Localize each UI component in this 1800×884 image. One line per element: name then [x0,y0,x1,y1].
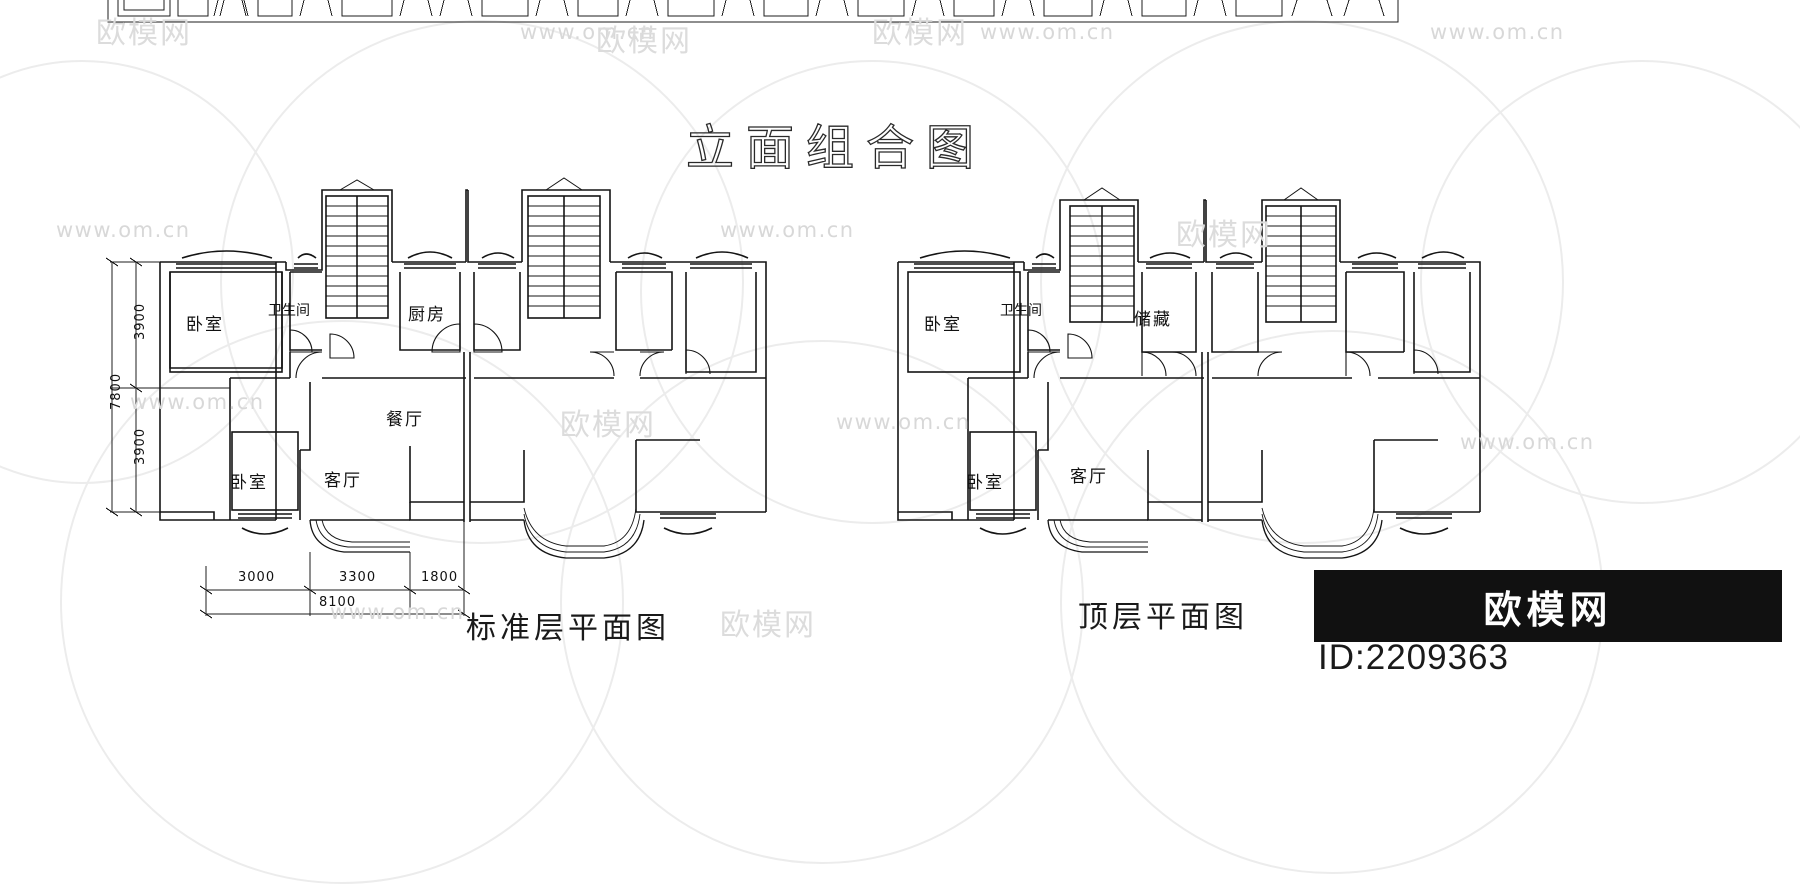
dimension-horizontal-3: 1800 [421,570,459,585]
main-title: 立面组合图 [685,119,987,176]
standard-floor-plan-geometry [105,177,767,619]
room-label-storage-right: 储藏 [1134,310,1172,330]
room-label-living-left: 客厅 [324,471,362,491]
room-label-bedroom-lower-left: 卧室 [230,473,268,493]
plan-title-standard-floor: 标准层平面图 [466,611,670,646]
dimension-horizontal-total: 8100 [319,595,357,610]
resource-id-label: ID:2209363 [1318,638,1509,677]
dimension-horizontal-2: 3300 [339,570,377,585]
room-label-bedroom-lower-right: 卧室 [966,473,1004,493]
room-label-kitchen-left: 厨房 [408,305,446,325]
top-floor-plan-geometry [897,187,1481,559]
brand-badge: 欧模网 [1314,570,1782,642]
room-label-bedroom-upper-right: 卧室 [924,315,962,335]
elevation-strip [107,0,1399,23]
plan-title-top-floor: 顶层平面图 [1078,600,1248,635]
room-label-living-right: 客厅 [1070,467,1108,487]
room-label-dining-left: 餐厅 [386,410,424,430]
room-label-bathroom-left: 卫生间 [268,303,310,319]
room-label-bathroom-right: 卫生间 [1000,303,1042,319]
room-label-bedroom-upper-left: 卧室 [186,315,224,335]
dimension-horizontal-1: 3000 [238,570,276,585]
